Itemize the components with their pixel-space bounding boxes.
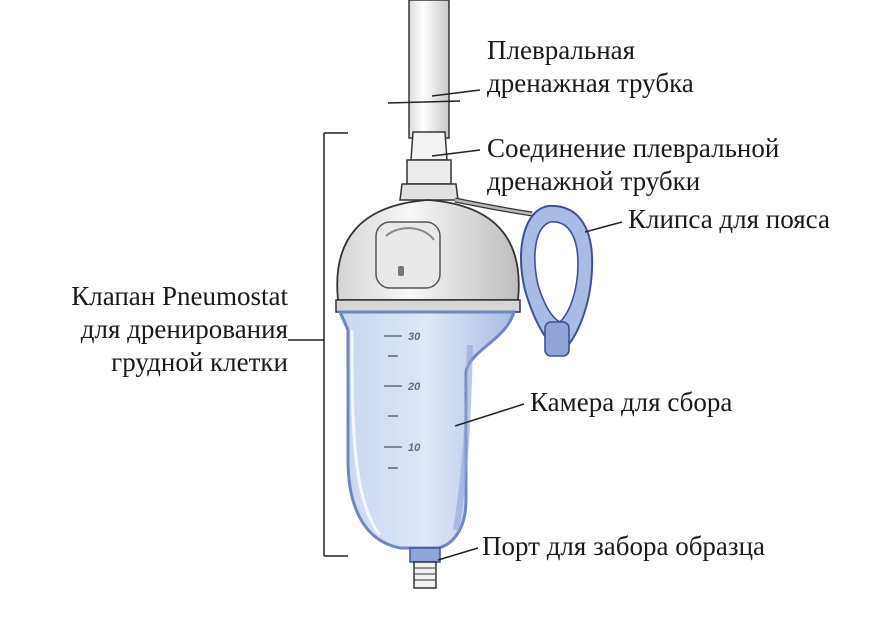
valve-dome-shape — [335, 199, 521, 313]
leader-lines — [431, 89, 623, 561]
label-pleural-tube: Плевральная дренажная трубка — [487, 35, 694, 98]
label-tube-connector: Соединение плевральной дренажной трубки — [487, 133, 780, 196]
leader-sample-port — [437, 547, 479, 561]
leader-tube-connector — [431, 149, 481, 157]
label-sample-port: Порт для забора образца — [482, 531, 766, 561]
label-collection-chamber: Камера для сбора — [530, 387, 733, 417]
collection-chamber-shape: 30 20 10 — [337, 310, 516, 550]
leader-belt-clip — [584, 221, 623, 233]
valve-bracket — [288, 132, 348, 557]
label-valve: Клапан Pneumostat для дренирования грудн… — [71, 281, 288, 377]
belt-clip-shape — [454, 197, 594, 357]
scale-mark-30: 30 — [408, 331, 421, 343]
label-belt-clip: Клипса для пояса — [628, 204, 830, 234]
scale-mark-20: 20 — [407, 381, 421, 393]
scale-mark-10: 10 — [408, 442, 421, 454]
pleural-tube-shape — [387, 0, 461, 139]
sample-port-shape — [409, 547, 441, 589]
leader-pleural-tube — [431, 89, 481, 97]
tube-connector-shape — [399, 131, 459, 201]
leader-collection-chamber — [454, 403, 525, 427]
